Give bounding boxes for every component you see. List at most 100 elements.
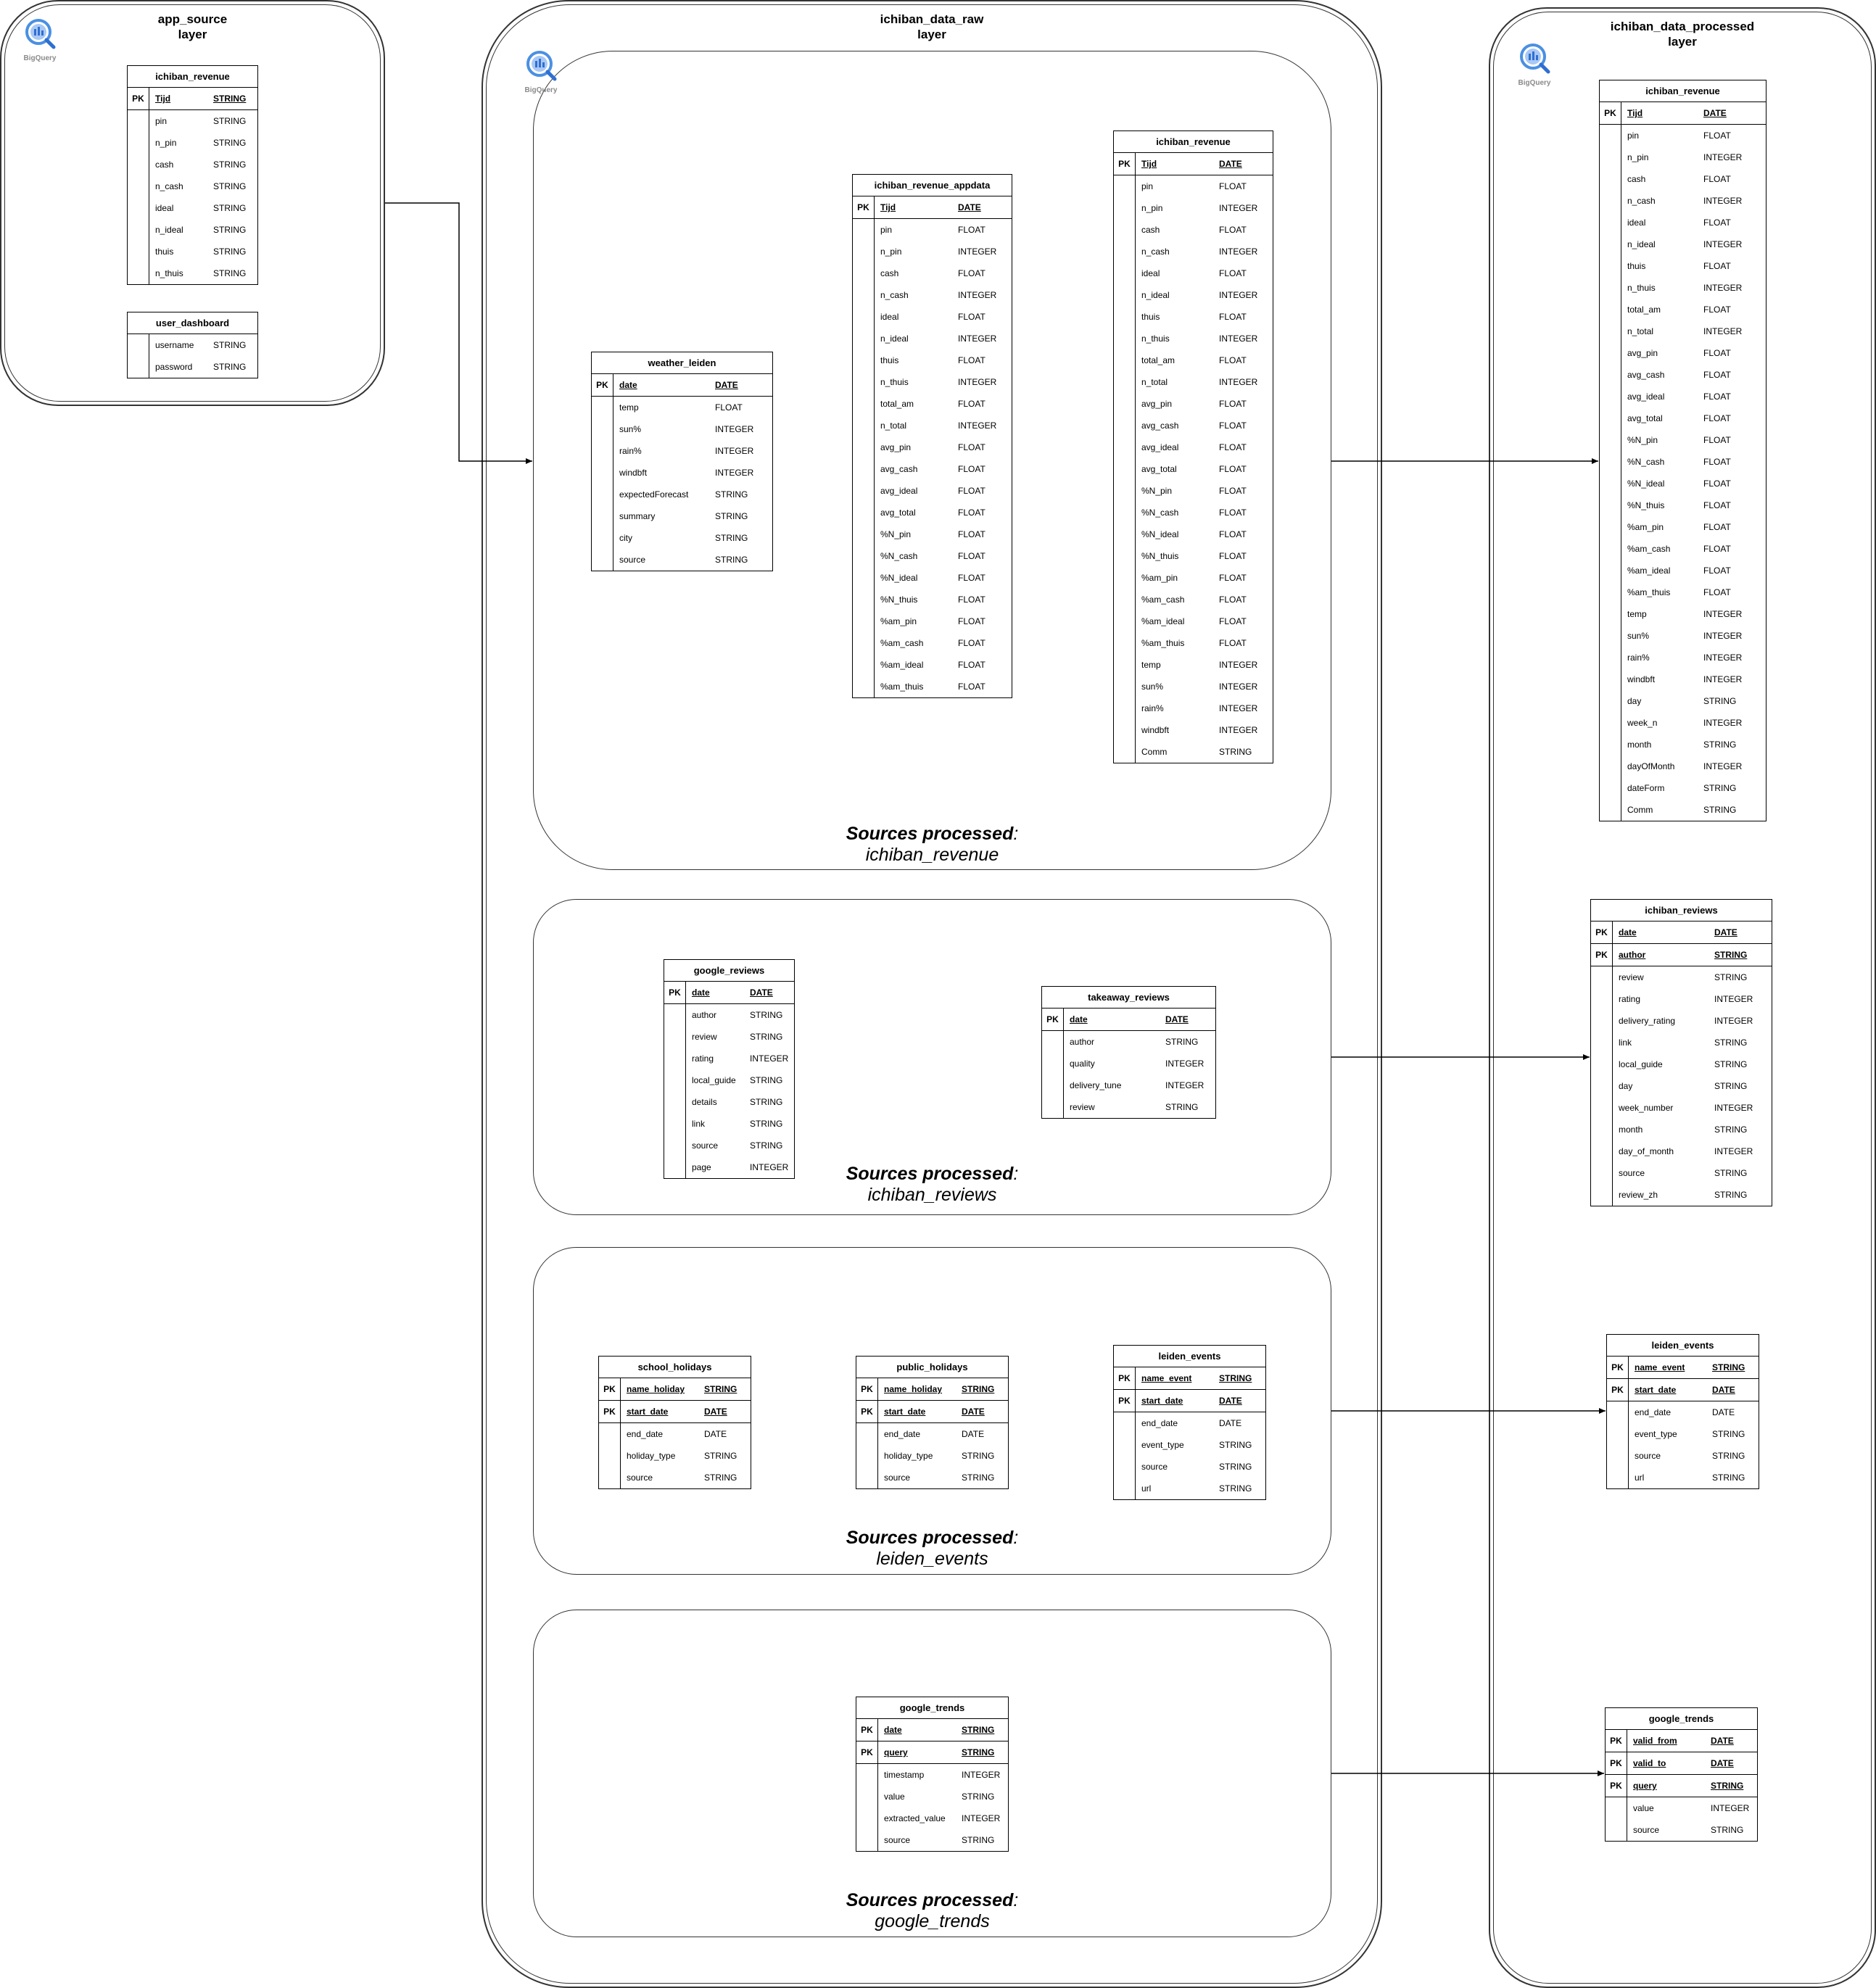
field-row[interactable]: rain%INTEGER [1600,647,1766,668]
field-row[interactable]: rain%INTEGER [592,440,772,462]
field-row[interactable]: sun%INTEGER [592,418,772,440]
